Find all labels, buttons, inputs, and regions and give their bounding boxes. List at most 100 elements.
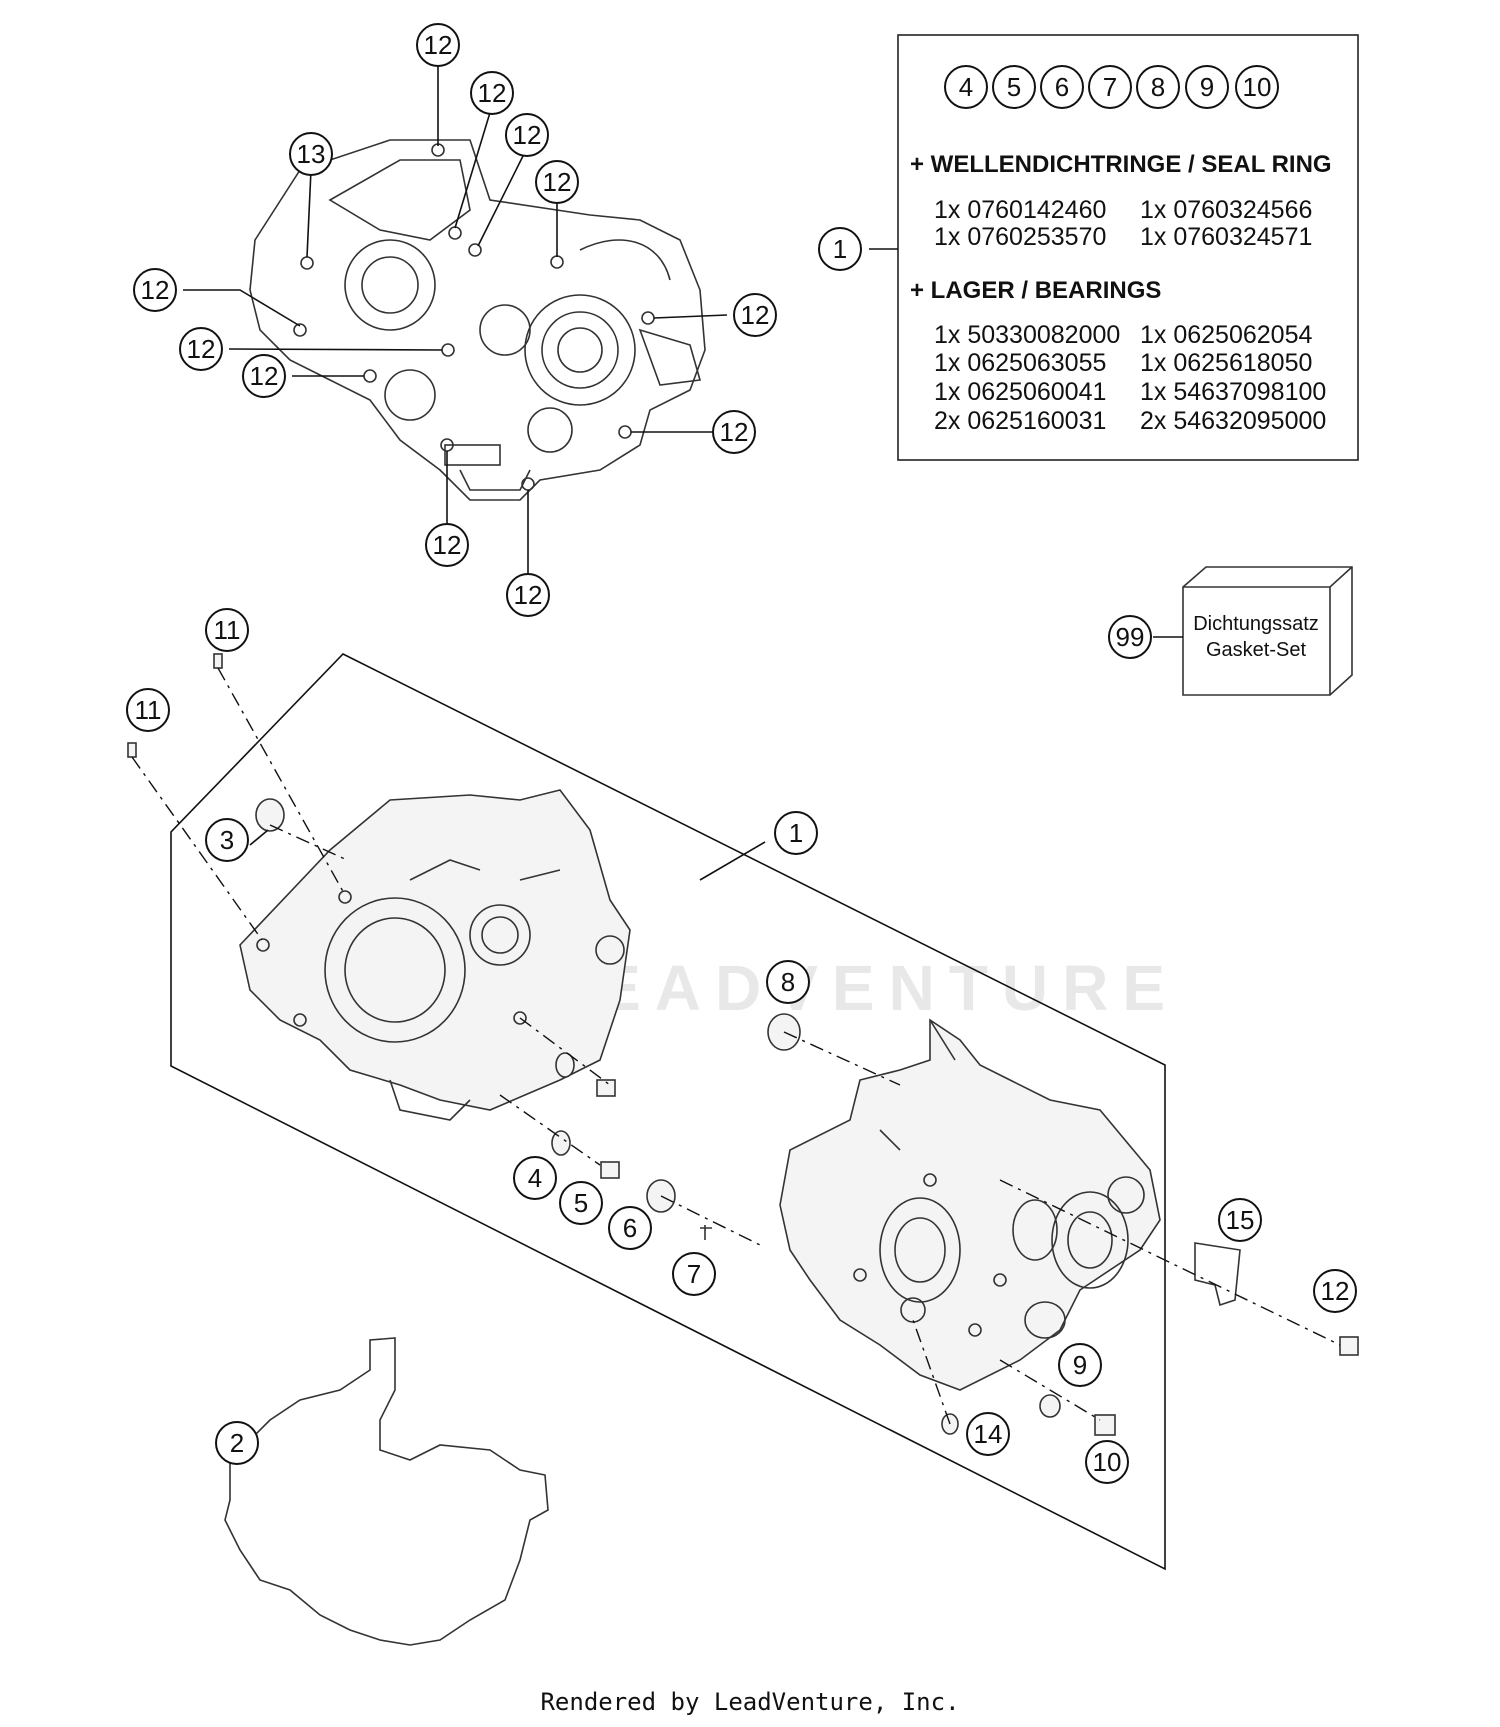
svg-text:12: 12 bbox=[433, 530, 462, 560]
callout-3: 3 bbox=[205, 818, 249, 862]
crankcase-top-view bbox=[249, 139, 706, 501]
callout-12-i: 12 bbox=[712, 410, 756, 454]
kit-callouts: 4 5 6 7 8 9 10 bbox=[944, 65, 1279, 109]
callout-12-h: 12 bbox=[242, 354, 286, 398]
callout-12-k: 12 bbox=[506, 573, 550, 617]
svg-text:7: 7 bbox=[1103, 72, 1117, 102]
callout-12-a: 12 bbox=[416, 23, 460, 67]
svg-text:12: 12 bbox=[741, 300, 770, 330]
svg-text:12: 12 bbox=[478, 78, 507, 108]
svg-text:10: 10 bbox=[1093, 1447, 1122, 1477]
svg-text:9: 9 bbox=[1073, 1350, 1087, 1380]
callout-kit-7: 7 bbox=[1088, 65, 1132, 109]
callout-12-d: 12 bbox=[535, 160, 579, 204]
svg-text:99: 99 bbox=[1116, 622, 1145, 652]
callout-10: 10 bbox=[1085, 1440, 1129, 1484]
svg-text:10: 10 bbox=[1243, 72, 1272, 102]
seal-ring-1-1: 1x 0760324571 bbox=[1140, 223, 1312, 251]
seal-ring-1-0: 1x 0760253570 bbox=[934, 223, 1106, 251]
callout-11-lower: 11 bbox=[126, 688, 170, 732]
seal-ring-0-0: 1x 0760142460 bbox=[934, 196, 1106, 224]
svg-text:13: 13 bbox=[297, 139, 326, 169]
svg-text:3: 3 bbox=[220, 825, 234, 855]
top-view-leaders bbox=[183, 66, 728, 574]
gasket-set-box: Dichtungssatz Gasket-Set bbox=[1153, 566, 1353, 696]
bearing-1-1: 1x 0625618050 bbox=[1140, 349, 1312, 377]
callout-99: 99 bbox=[1108, 615, 1152, 659]
callout-12-f: 12 bbox=[733, 293, 777, 337]
svg-text:8: 8 bbox=[1151, 72, 1165, 102]
watermark-text: LEADVENTURE bbox=[545, 952, 1179, 1024]
bearing-2-1: 1x 54637098100 bbox=[1140, 378, 1326, 406]
callout-15: 15 bbox=[1218, 1198, 1262, 1242]
bearing-3-1: 2x 54632095000 bbox=[1140, 407, 1326, 435]
svg-text:14: 14 bbox=[974, 1419, 1003, 1449]
callout-5: 5 bbox=[559, 1181, 603, 1225]
callout-14: 14 bbox=[966, 1412, 1010, 1456]
exploded-leaders bbox=[131, 667, 1341, 1425]
small-parts bbox=[127, 653, 1359, 1436]
svg-text:4: 4 bbox=[959, 72, 973, 102]
callout-kit-10: 10 bbox=[1235, 65, 1279, 109]
callout-1-exploded: 1 bbox=[774, 811, 818, 855]
svg-text:12: 12 bbox=[513, 120, 542, 150]
callout-12-e: 12 bbox=[133, 268, 177, 312]
callout-kit-8: 8 bbox=[1136, 65, 1180, 109]
callout-8: 8 bbox=[766, 960, 810, 1004]
svg-text:12: 12 bbox=[514, 580, 543, 610]
gasket-set-line1: Dichtungssatz bbox=[1193, 613, 1319, 635]
svg-text:12: 12 bbox=[250, 361, 279, 391]
bearing-1-0: 1x 0625063055 bbox=[934, 349, 1106, 377]
svg-text:6: 6 bbox=[1055, 72, 1069, 102]
svg-text:12: 12 bbox=[1321, 1276, 1350, 1306]
svg-text:6: 6 bbox=[623, 1213, 637, 1243]
gasket-set-line2: Gasket-Set bbox=[1206, 639, 1306, 661]
callout-13: 13 bbox=[289, 132, 333, 176]
callout-12-j: 12 bbox=[425, 523, 469, 567]
left-crankcase-half bbox=[239, 789, 631, 1121]
svg-text:11: 11 bbox=[214, 615, 241, 645]
callout-12-b: 12 bbox=[470, 71, 514, 115]
callout-12-l: 12 bbox=[1313, 1269, 1357, 1313]
footer-credit: Rendered by LeadVenture, Inc. bbox=[540, 1688, 960, 1716]
svg-text:12: 12 bbox=[543, 167, 572, 197]
svg-text:12: 12 bbox=[187, 334, 216, 364]
callout-7: 7 bbox=[672, 1252, 716, 1296]
callout-2: 2 bbox=[215, 1421, 259, 1465]
svg-text:1: 1 bbox=[789, 818, 803, 848]
svg-text:5: 5 bbox=[1007, 72, 1021, 102]
callout-12-g: 12 bbox=[179, 327, 223, 371]
callout-kit-9: 9 bbox=[1185, 65, 1229, 109]
svg-text:7: 7 bbox=[687, 1259, 701, 1289]
bearing-2-0: 1x 0625060041 bbox=[934, 378, 1106, 406]
callout-kit-6: 6 bbox=[1040, 65, 1084, 109]
bearing-3-0: 2x 0625160031 bbox=[934, 407, 1106, 435]
svg-text:12: 12 bbox=[424, 30, 453, 60]
svg-text:5: 5 bbox=[574, 1188, 588, 1218]
svg-text:1: 1 bbox=[833, 234, 847, 264]
svg-text:12: 12 bbox=[141, 275, 170, 305]
callout-1-infobox: 1 bbox=[818, 227, 862, 271]
svg-text:4: 4 bbox=[528, 1163, 542, 1193]
svg-text:9: 9 bbox=[1200, 72, 1214, 102]
seal-ring-heading: + WELLENDICHTRINGE / SEAL RING bbox=[910, 151, 1332, 178]
svg-text:15: 15 bbox=[1226, 1205, 1255, 1235]
callout-12-c: 12 bbox=[505, 113, 549, 157]
kit-frame bbox=[170, 653, 1166, 1571]
part-callouts: 1 1 2 3 4 5 6 7 8 9 10 11 11 12 12 12 12… bbox=[126, 23, 1357, 1484]
seal-ring-0-1: 1x 0760324566 bbox=[1140, 196, 1312, 224]
svg-text:8: 8 bbox=[781, 967, 795, 997]
right-crankcase-half bbox=[779, 1018, 1161, 1391]
svg-text:12: 12 bbox=[720, 417, 749, 447]
callout-kit-5: 5 bbox=[992, 65, 1036, 109]
callout-6: 6 bbox=[608, 1206, 652, 1250]
bearing-heading: + LAGER / BEARINGS bbox=[910, 277, 1161, 304]
svg-text:2: 2 bbox=[230, 1428, 244, 1458]
svg-text:11: 11 bbox=[135, 695, 162, 725]
callout-4: 4 bbox=[513, 1156, 557, 1200]
bearing-0-1: 1x 0625062054 bbox=[1140, 321, 1312, 349]
crankcase-gasket bbox=[224, 1337, 549, 1646]
callout-11-upper: 11 bbox=[205, 608, 249, 652]
callout-9: 9 bbox=[1058, 1343, 1102, 1387]
